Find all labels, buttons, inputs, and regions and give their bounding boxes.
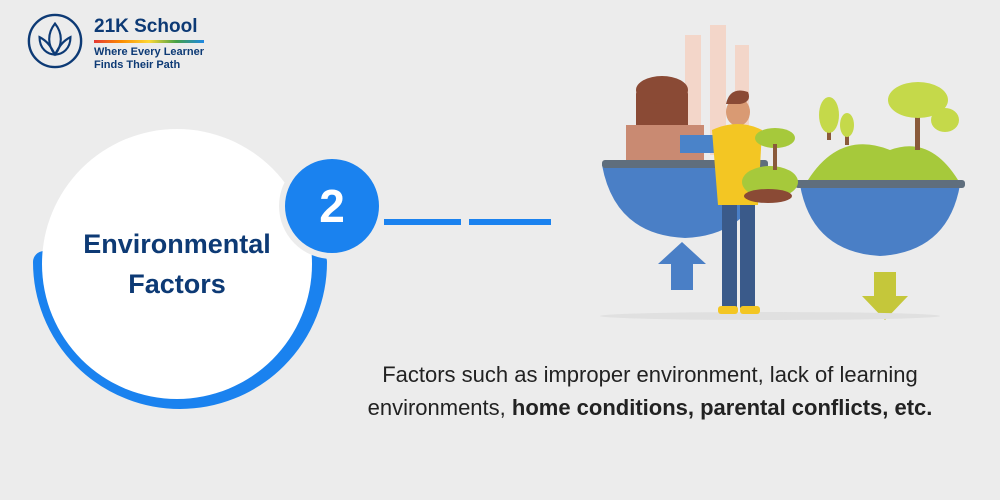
brand-name: 21K School (94, 16, 198, 37)
connector-dash-2 (469, 219, 551, 225)
green-hills (808, 144, 958, 180)
person-leg-left (722, 205, 737, 308)
description-bold: home conditions, parental conflicts, etc… (511, 395, 933, 420)
connector-dash-1 (384, 219, 461, 225)
description-plain: Factors such as improper environment, la… (367, 362, 918, 420)
brand-logo: 21K School Where Every Learner Finds The… (26, 12, 204, 72)
arrow-down-icon (862, 272, 908, 320)
person-leg-right (740, 205, 755, 308)
person-head (726, 98, 750, 126)
lotus-logo-icon (27, 13, 83, 69)
description-text: Factors such as improper environment, la… (340, 358, 960, 424)
brand-color-bar (94, 40, 204, 43)
step-number-badge: 2 (279, 153, 385, 259)
right-scale-bowl (800, 185, 960, 256)
topic-circle: Environmental Factors (42, 129, 312, 399)
brand-tagline-1: Where Every Learner (94, 46, 205, 58)
balance-illustration (600, 25, 965, 320)
arrow-up-icon (658, 242, 706, 290)
topic-title: Environmental Factors (83, 229, 271, 299)
brand-tagline-2: Finds Their Path (94, 59, 181, 71)
chimney-2 (710, 25, 726, 155)
